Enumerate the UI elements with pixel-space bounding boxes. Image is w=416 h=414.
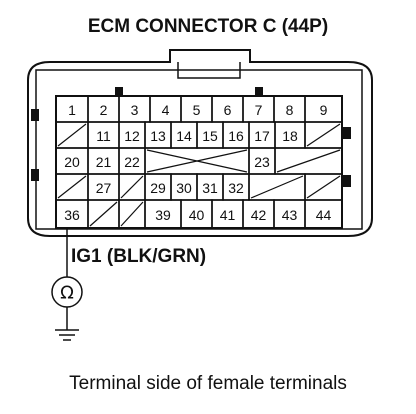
terminal-number: 30 <box>176 180 192 196</box>
terminal-number: 39 <box>155 207 171 223</box>
diagram-caption: Terminal side of female terminals <box>69 373 347 394</box>
blank-terminal-hatch <box>120 201 144 227</box>
blank-terminal-hatch <box>306 123 341 147</box>
blank-terminal-hatch <box>306 175 341 199</box>
terminal-number: 17 <box>254 128 270 144</box>
connector-housing <box>27 49 373 237</box>
test-lead <box>51 228 83 341</box>
terminal-number: 4 <box>162 102 170 118</box>
terminal-number: 41 <box>220 207 236 223</box>
terminal-number: 13 <box>150 128 166 144</box>
terminal-number: 42 <box>251 207 267 223</box>
terminal-number: 43 <box>282 207 298 223</box>
terminal-number: 16 <box>228 128 244 144</box>
terminal-number: 36 <box>64 207 80 223</box>
terminal-number: 6 <box>224 102 232 118</box>
terminal-number: 7 <box>255 102 263 118</box>
terminal-number: 18 <box>282 128 298 144</box>
terminal-number: 14 <box>176 128 192 144</box>
terminal-number: 27 <box>96 180 112 196</box>
unused-block-cross <box>146 149 248 173</box>
connector-title: ECM CONNECTOR C (44P) <box>87 16 329 37</box>
terminal-number: 2 <box>100 102 108 118</box>
blank-terminal-hatch <box>250 175 304 199</box>
terminal-number: 15 <box>202 128 218 144</box>
terminal-cell <box>304 199 343 229</box>
terminal-number: 32 <box>228 180 244 196</box>
blank-terminal-hatch <box>89 201 118 227</box>
terminal-number: 9 <box>320 102 328 118</box>
blank-terminal-hatch <box>57 123 87 147</box>
terminal-number: 22 <box>124 154 140 170</box>
ohm-symbol: Ω <box>60 283 74 304</box>
terminal-number: 5 <box>193 102 201 118</box>
terminal-number: 11 <box>96 128 111 144</box>
terminal-number: 44 <box>316 207 332 223</box>
terminal-number: 23 <box>254 154 270 170</box>
terminal-number: 20 <box>64 154 80 170</box>
terminal-number: 40 <box>189 207 205 223</box>
blank-terminal-hatch <box>276 149 341 173</box>
wire-label: IG1 (BLK/GRN) <box>71 246 207 267</box>
terminal-number: 3 <box>131 102 139 118</box>
terminal-number: 1 <box>68 102 76 118</box>
terminal-number: 31 <box>202 180 218 196</box>
terminal-number: 21 <box>96 154 112 170</box>
terminal-number: 8 <box>286 102 294 118</box>
terminal-number: 12 <box>124 128 140 144</box>
terminal-number: 29 <box>150 180 166 196</box>
blank-terminal-hatch <box>57 175 87 199</box>
blank-terminal-hatch <box>120 175 144 199</box>
